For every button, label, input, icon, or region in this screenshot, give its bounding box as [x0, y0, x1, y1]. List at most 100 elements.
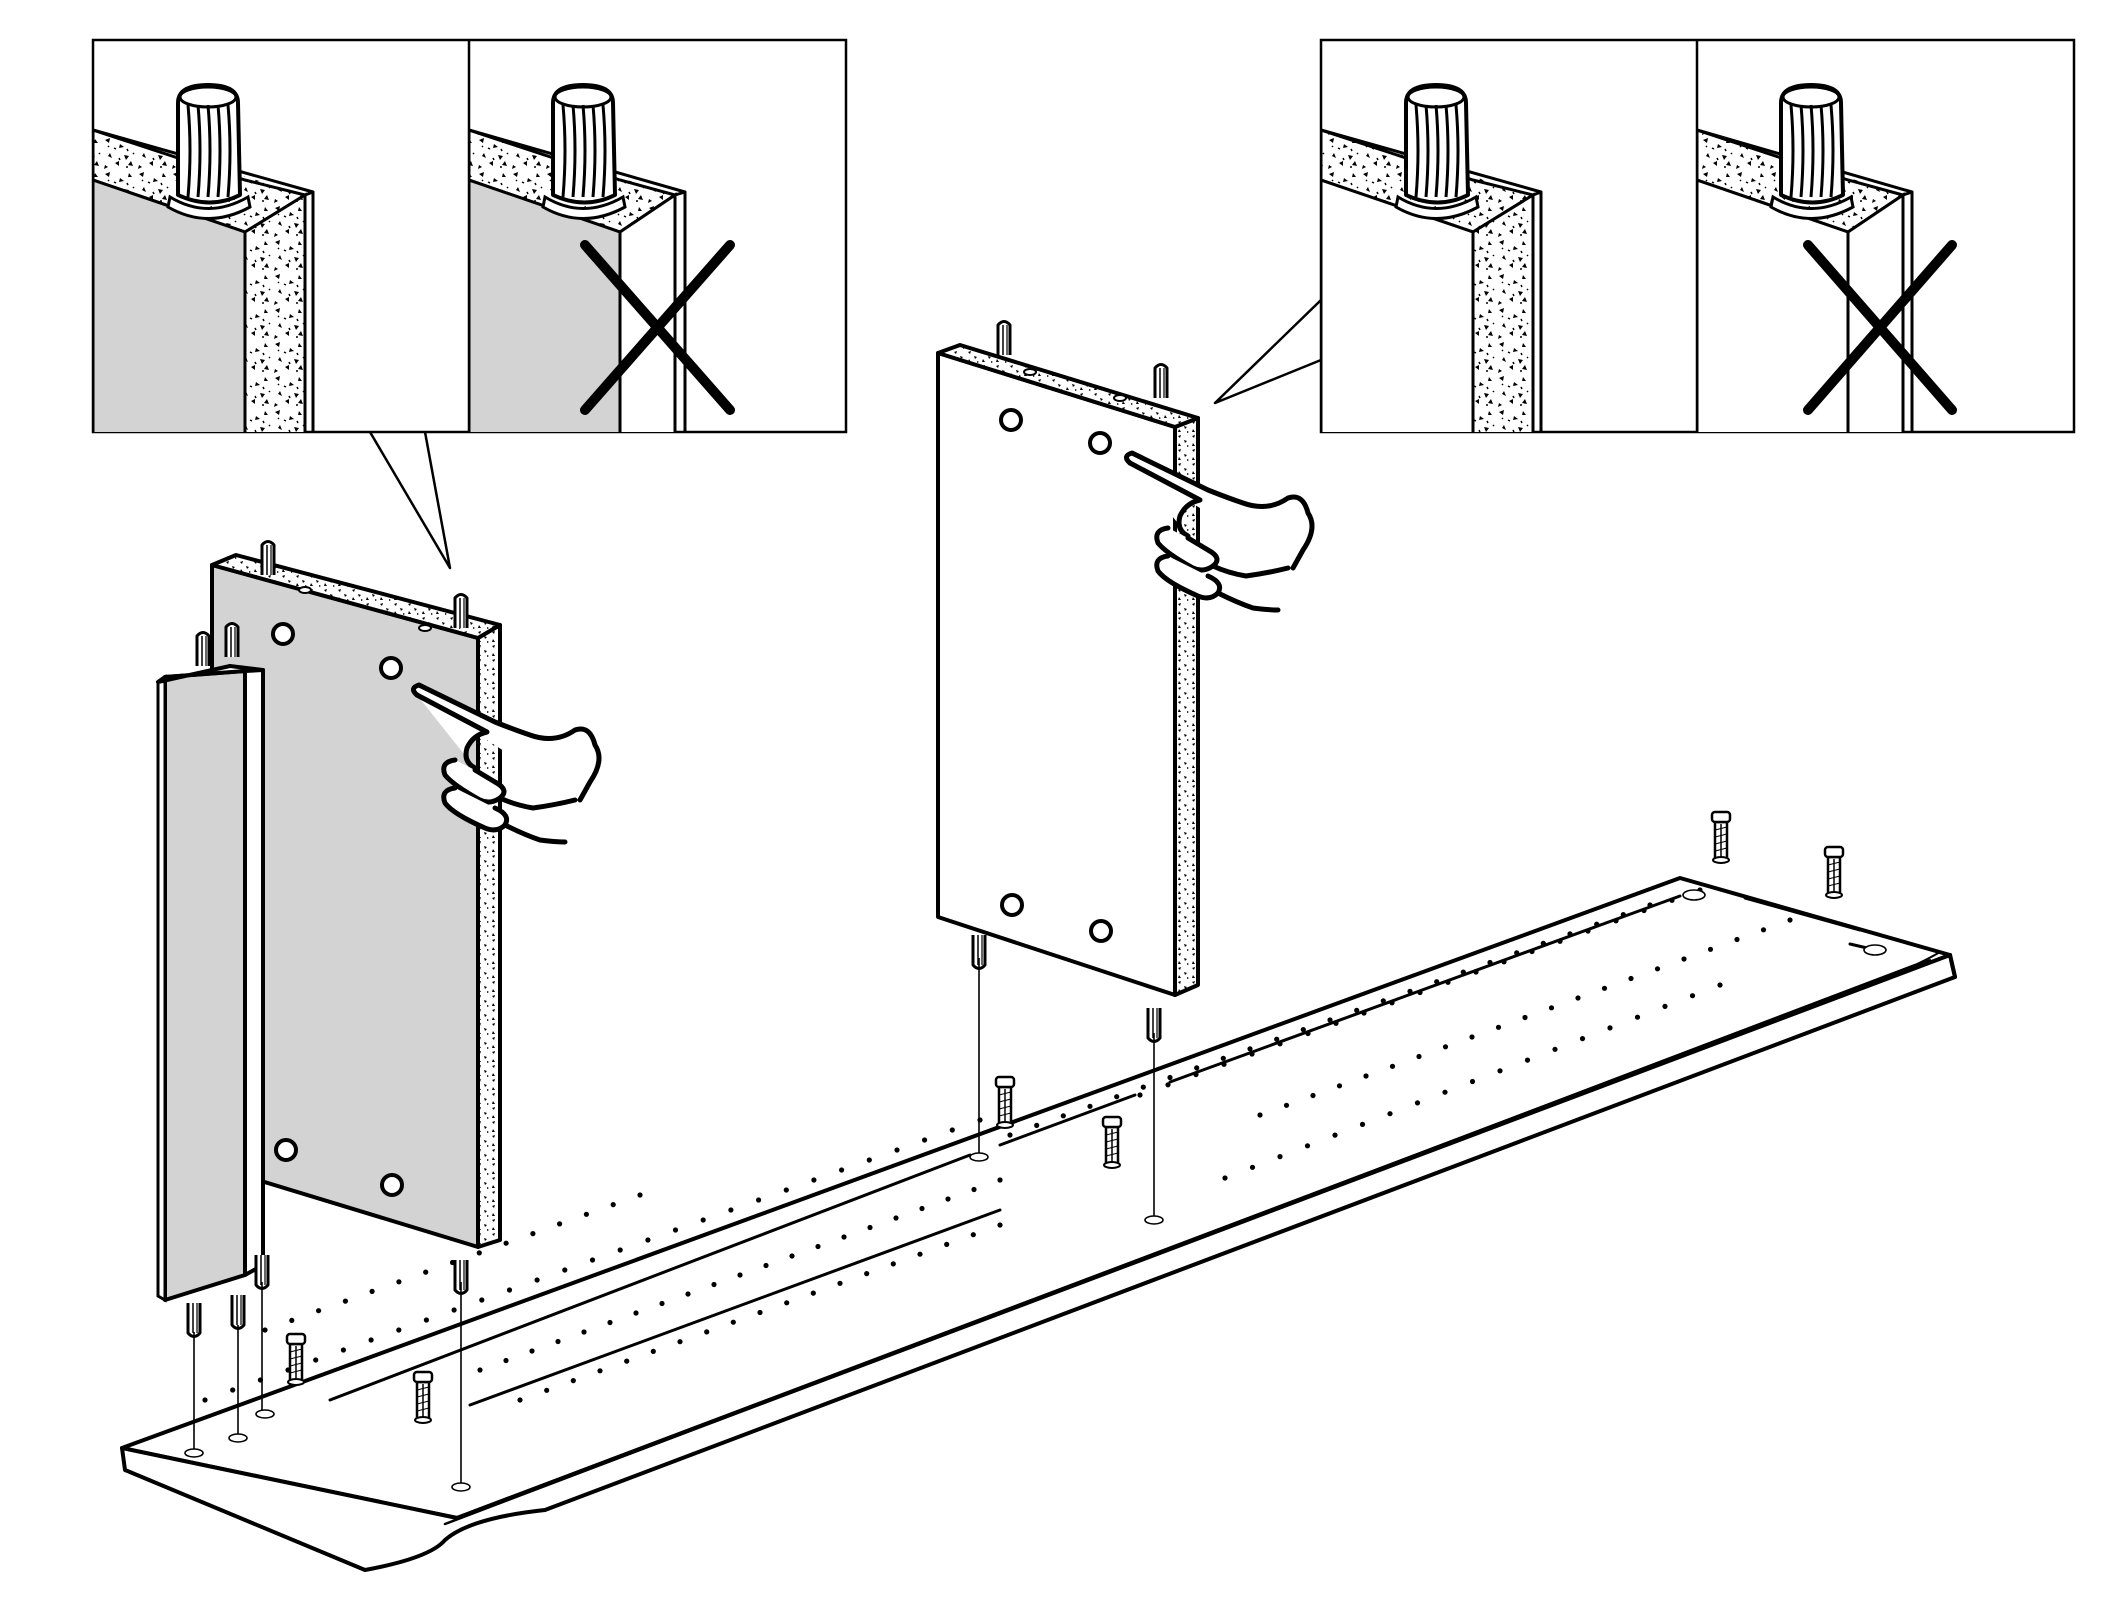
- shelf-pin-hole: [503, 1357, 509, 1364]
- shelf-pin-hole: [557, 1221, 563, 1227]
- shelf-pin-hole: [637, 1192, 643, 1198]
- shelf-pin-hole: [893, 1215, 899, 1221]
- x-mark-icon: [580, 240, 735, 415]
- shelf-pin-hole: [340, 1347, 346, 1353]
- shelf-pin-hole: [810, 1290, 816, 1296]
- shelf-pin-hole: [289, 1317, 295, 1323]
- shelf-pin-hole: [530, 1231, 536, 1237]
- shelf-pin-hole: [1220, 1055, 1226, 1061]
- shelf-pin-hole: [728, 1207, 734, 1213]
- shelf-pin-hole: [1034, 1122, 1040, 1128]
- shelf-pin-hole: [1137, 1092, 1143, 1098]
- shelf-pin-hole: [970, 1232, 976, 1238]
- wooden-dowel-icon: [541, 83, 627, 220]
- shelf-pin-hole: [633, 1310, 639, 1316]
- shelf-pin-hole: [1669, 897, 1675, 903]
- dowel-pin: [230, 1295, 246, 1330]
- shelf-pin-hole: [262, 1327, 268, 1333]
- shelf-pin-hole: [1167, 1074, 1173, 1081]
- shelf-pin-hole: [1501, 959, 1507, 965]
- wooden-dowel-icon: [1394, 83, 1480, 220]
- dowel-pin: [195, 631, 211, 666]
- shelf-pin-hole: [1529, 948, 1535, 955]
- shelf-pin-hole: [866, 1157, 872, 1163]
- cam-bolt-icon: [1823, 845, 1845, 899]
- shelf-pin-hole: [517, 1397, 523, 1403]
- cam-bolt-icon: [285, 1332, 307, 1386]
- cam-bolt-icon: [412, 1370, 434, 1424]
- shelf-pin-hole: [1434, 979, 1440, 985]
- callout-frame-incorrect: [1697, 83, 1957, 432]
- shelf-pin-hole: [1305, 1030, 1311, 1037]
- shelf-pin-hole: [1007, 1132, 1013, 1138]
- shelf-pin-hole: [944, 1241, 950, 1247]
- shelf-pin-hole: [815, 1243, 821, 1250]
- shelf-pin-hole: [971, 1186, 977, 1193]
- shelf-pin-hole: [919, 1205, 925, 1212]
- shelf-pin-hole: [1442, 1089, 1448, 1095]
- shelf-pin-hole: [555, 1338, 561, 1345]
- shelf-pin-hole: [1460, 969, 1466, 975]
- shelf-pin-hole: [1327, 1017, 1333, 1023]
- shelf-pin-hole: [1310, 1092, 1316, 1099]
- shelf-pin-hole: [1380, 998, 1386, 1004]
- shelf-pin-hole: [711, 1281, 717, 1288]
- shelf-pin-hole: [1249, 1051, 1255, 1057]
- shelf-pin-hole: [1304, 1143, 1311, 1149]
- shelf-pin-hole: [1257, 1112, 1263, 1118]
- shelf-pin-hole: [756, 1197, 762, 1203]
- shelf-pin-hole: [479, 1297, 485, 1303]
- shelf-pin-hole: [1548, 1005, 1555, 1011]
- shelf-pin-hole: [1579, 1036, 1586, 1042]
- shelf-pin-hole: [783, 1187, 789, 1193]
- shelf-pin-hole: [617, 1247, 623, 1253]
- shelf-pin-hole: [1193, 1071, 1199, 1078]
- shelf-pin-hole: [1495, 1024, 1502, 1030]
- shelf-pin-hole: [1567, 931, 1573, 937]
- shelf-pin-hole: [1363, 1073, 1369, 1079]
- shelf-pin-hole: [562, 1267, 568, 1273]
- shelf-pin-hole: [1613, 918, 1619, 924]
- cam-bolt-icon: [1710, 810, 1732, 864]
- shelf-pin-hole: [1389, 1063, 1396, 1069]
- shelf-pin-hole: [368, 1337, 374, 1343]
- dowel-pin: [186, 1303, 202, 1338]
- shelf-pin-hole: [1647, 902, 1653, 908]
- shelf-pin-hole: [1552, 1046, 1558, 1052]
- shelf-pin-hole: [1222, 1175, 1228, 1181]
- shelf-pin-hole: [597, 1368, 603, 1374]
- shelf-pin-hole: [789, 1253, 795, 1259]
- shelf-pin-hole: [1361, 1010, 1367, 1016]
- shelf-pin-hole: [396, 1327, 402, 1333]
- shelf-pin-hole: [1524, 1057, 1531, 1063]
- shelf-pin-hole: [890, 1261, 896, 1267]
- shelf-pin-hole: [1585, 928, 1591, 934]
- hand-pointing-icon: [411, 682, 602, 845]
- shelf-pin-hole: [1336, 1083, 1343, 1089]
- shelf-pin-hole: [1221, 1061, 1227, 1067]
- shelf-pin-hole: [1114, 1094, 1120, 1100]
- shelf-pin-hole: [841, 1234, 847, 1240]
- shelf-pin-hole: [659, 1300, 665, 1307]
- alignment-guide-lines: [184, 889, 1887, 1492]
- shelf-pin-hole: [369, 1288, 375, 1294]
- shelf-pin-hole: [1717, 982, 1723, 988]
- shelf-pin-hole: [423, 1269, 429, 1275]
- shelf-pin-hole: [1473, 969, 1479, 975]
- shelf-pin-hole: [570, 1378, 576, 1384]
- dowel-pin: [254, 1255, 270, 1290]
- shelf-pin-hole: [1514, 950, 1520, 956]
- shelf-pin-hole: [583, 1211, 590, 1217]
- shelf-pin-hole: [624, 1358, 630, 1364]
- shelf-pin-hole: [1445, 979, 1451, 985]
- shelf-pin-holes: [202, 887, 1793, 1403]
- shelf-pin-hole: [763, 1262, 769, 1269]
- shelf-pin-hole: [1634, 1014, 1641, 1020]
- shelf-pin-hole: [506, 1287, 513, 1293]
- shelf-pin-hole: [1442, 1044, 1449, 1050]
- shelf-pin-hole: [1662, 1003, 1668, 1010]
- shelf-pin-hole: [581, 1329, 587, 1335]
- wooden-dowel-icon: [1769, 83, 1855, 220]
- shelf-pin-hole: [997, 1177, 1003, 1183]
